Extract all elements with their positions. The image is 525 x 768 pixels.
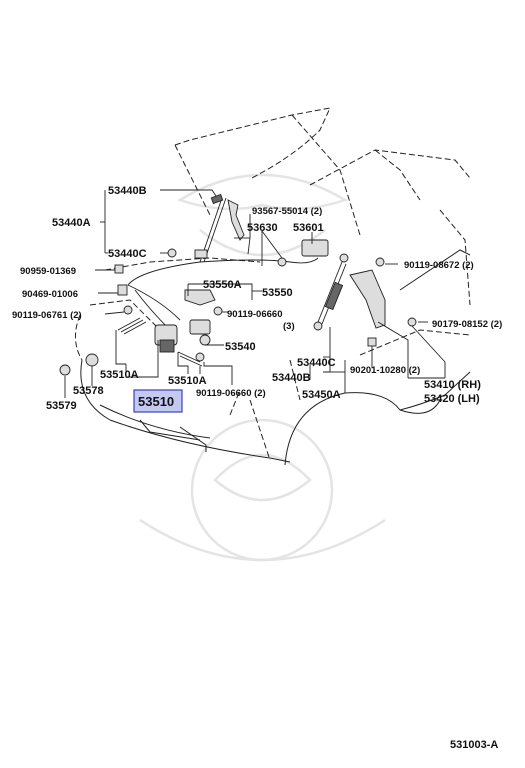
car-body-outline xyxy=(75,107,471,466)
label-90119-06660-a: 90119-06660 xyxy=(227,309,282,320)
label-53601: 53601 xyxy=(293,222,324,234)
hood-outline xyxy=(174,107,331,179)
label-90119-06761: 90119-06761 (2) xyxy=(12,310,82,321)
leader-lines xyxy=(64,189,446,398)
label-90179-08152: 90179-08152 (2) xyxy=(432,319,502,330)
label-53578: 53578 xyxy=(73,385,104,397)
label-53440A: 53440A xyxy=(52,217,91,229)
label-53579: 53579 xyxy=(46,400,77,412)
label-53440B-top: 53440B xyxy=(108,185,147,197)
label-53450A: 53450A xyxy=(302,389,341,401)
hood-stay-clip xyxy=(167,248,208,259)
label-90119-06660-b: 90119-06660 (2) xyxy=(196,388,266,399)
highlight-box-53510 xyxy=(133,389,183,413)
label-53440C-right: 53440C xyxy=(297,357,336,369)
label-53440B-right: 53440B xyxy=(272,372,311,384)
hood-hinge xyxy=(349,257,417,347)
hood-lock-assembly xyxy=(154,289,216,353)
label-53440C-left: 53440C xyxy=(108,248,147,260)
label-93567-55014: 93567-55014 (2) xyxy=(252,206,322,217)
label-53550: 53550 xyxy=(262,287,293,299)
part-labels: 53440B 53440A 53440C 90959-01369 90469-0… xyxy=(12,185,502,751)
label-53420-lh: 53420 (LH) xyxy=(424,393,480,405)
hood-support-damper xyxy=(313,253,349,331)
label-53410-rh: 53410 (RH) xyxy=(424,379,481,391)
bumper-cushion xyxy=(59,353,99,376)
watermark-emblem xyxy=(139,173,386,562)
label-53550A: 53550A xyxy=(203,279,242,291)
label-90469-01006: 90469-01006 xyxy=(22,289,78,300)
label-90959-01369: 90959-01369 xyxy=(20,266,76,277)
clips-and-bolts xyxy=(114,239,329,362)
label-53540: 53540 xyxy=(225,341,256,353)
label-90119-08672: 90119-08672 (2) xyxy=(404,260,474,271)
label-90119-06660-a-qty: (3) xyxy=(283,321,295,332)
label-53510A-left: 53510A xyxy=(100,369,139,381)
diagram-id: 531003-A xyxy=(450,739,498,751)
label-53510: 53510 xyxy=(138,394,174,409)
hood-lock-bolt-spring xyxy=(117,317,203,367)
hood-stay-rod xyxy=(199,193,245,263)
label-90201-10280: 90201-10280 (2) xyxy=(350,365,420,376)
label-53630: 53630 xyxy=(247,222,278,234)
label-53510A-mid: 53510A xyxy=(168,375,207,387)
